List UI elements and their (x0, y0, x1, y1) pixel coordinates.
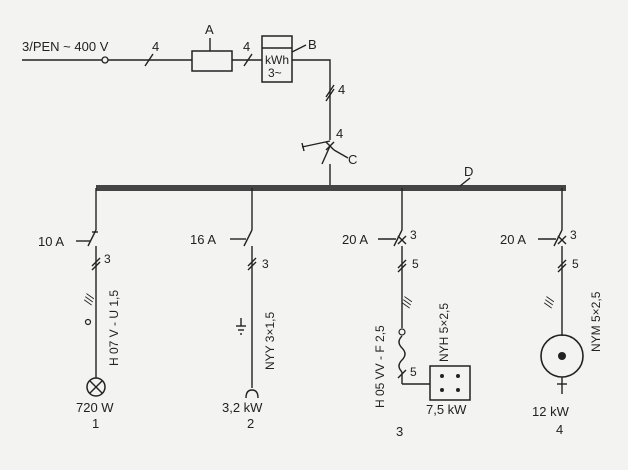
circuit-3: 20 A 3 5 /// 5 H 05 VV - F 2,5 NYH 5×2,5… (342, 188, 471, 439)
circuit-2-conductor-count: 3 (262, 257, 269, 271)
circuit-3-conductor-count-mid: 5 (412, 257, 419, 271)
circuit-4-ground-mark: /// (541, 295, 558, 310)
circuit-2: 16 A 3 NYY 3×1,5 3,2 kW 2 (190, 188, 277, 431)
meter-phase: 3~ (268, 66, 282, 80)
meter-box (261, 35, 293, 83)
circuit-3-cross-2 (397, 235, 407, 245)
circuit-2-fuse: 16 A (190, 232, 216, 247)
supply-terminal (101, 56, 109, 64)
circuit-3-breaker (393, 229, 403, 247)
circuit-1-cable-type: H 07 V - U 1,5 (107, 290, 121, 366)
switch-conductor-count: 4 (336, 126, 343, 141)
stove-icon (429, 365, 471, 401)
circuit-4-cross-2 (557, 235, 567, 245)
stove-icon-dot-3 (440, 388, 444, 392)
circuit-2-tick-1 (247, 257, 257, 267)
feed-tick-1 (325, 84, 335, 98)
circuit-1-ground-mark: /// (81, 292, 98, 307)
circuit-3-conductor-count-low: 5 (410, 365, 417, 379)
stove-icon-dot-2 (456, 374, 460, 378)
outlet-icon (245, 389, 259, 399)
circuit-1-tick-1 (91, 257, 101, 267)
switch-blade (321, 145, 331, 165)
circuit-4-conductor-count-top: 3 (570, 228, 577, 242)
component-a-label: A (205, 22, 214, 37)
circuit-4-power: 12 kW (532, 404, 570, 419)
lamp-icon-cross-2 (89, 380, 103, 394)
component-a-conductor-count: 4 (243, 39, 250, 54)
circuit-2-power: 3,2 kW (222, 400, 263, 415)
circuit-3-tick-1 (397, 259, 407, 269)
feed-conductor-count: 4 (338, 82, 345, 97)
switch-handle-end (301, 142, 305, 152)
meter-to-switch-line (292, 59, 331, 140)
circuit-1-power: 720 W (76, 400, 114, 415)
circuit-4-number: 4 (556, 422, 563, 437)
circuit-4-fuse: 20 A (500, 232, 526, 247)
switch-handle (301, 140, 331, 148)
circuit-3-number: 3 (396, 424, 403, 439)
circuit-1-tick-2 (91, 261, 101, 271)
feed-tick-2 (325, 88, 335, 102)
busbar-leader (459, 177, 471, 187)
switch-leader (333, 149, 349, 159)
flex-cable-icon (398, 335, 406, 373)
circuit-3-tick-2 (397, 263, 407, 273)
supply-tick (144, 53, 154, 67)
circuit-4-tick-2 (557, 263, 567, 273)
circuit-1-dot (84, 318, 92, 326)
component-a-box (191, 50, 233, 72)
circuit-4-conductor-count-mid: 5 (572, 257, 579, 271)
circuit-3-fuse: 20 A (342, 232, 368, 247)
circuit-2-number: 2 (247, 416, 254, 431)
circuit-4: 20 A 3 5 /// NYM 5×2,5 12 kW 4 (500, 188, 603, 437)
circuit-2-tick-2 (247, 261, 257, 271)
circuit-2-breaker (243, 229, 253, 247)
circuit-2-cable-type: NYY 3×1,5 (263, 312, 277, 370)
circuit-4-cable-type: NYM 5×2,5 (589, 291, 603, 352)
meter-unit: kWh (265, 53, 289, 67)
circuit-3-plug (398, 328, 406, 336)
circuit-1-fuse: 10 A (38, 234, 64, 249)
circuit-1-number: 1 (92, 416, 99, 431)
circuit-4-breaker (553, 229, 563, 247)
circuit-1-conductor-count: 3 (104, 252, 111, 266)
circuit-3-cable-type-2: NYH 5×2,5 (437, 303, 451, 362)
stove-icon-dot-4 (456, 388, 460, 392)
circuit-3-conductor-count-top: 3 (410, 228, 417, 242)
switch-label: C (348, 152, 357, 167)
circuit-3-cable-type: H 05 VV - F 2,5 (373, 325, 387, 408)
circuit-1: 10 A 3 /// H 07 V - U 1,5 720 W 1 (38, 188, 121, 431)
supply-label: 3/PEN ~ 400 V (22, 39, 109, 54)
lamp-icon (86, 377, 106, 397)
stove-icon-dot-1 (440, 374, 444, 378)
circuit-3-tick-3 (397, 369, 407, 379)
meter-label: B (308, 37, 317, 52)
meter-leader (291, 44, 307, 53)
motor-icon-center (558, 352, 566, 360)
circuit-3-power: 7,5 kW (426, 402, 467, 417)
circuit-4-tick-1 (557, 259, 567, 269)
busbar-label: D (464, 164, 473, 179)
a-to-meter-tick (243, 53, 253, 67)
supply-conductor-count: 4 (152, 39, 159, 54)
